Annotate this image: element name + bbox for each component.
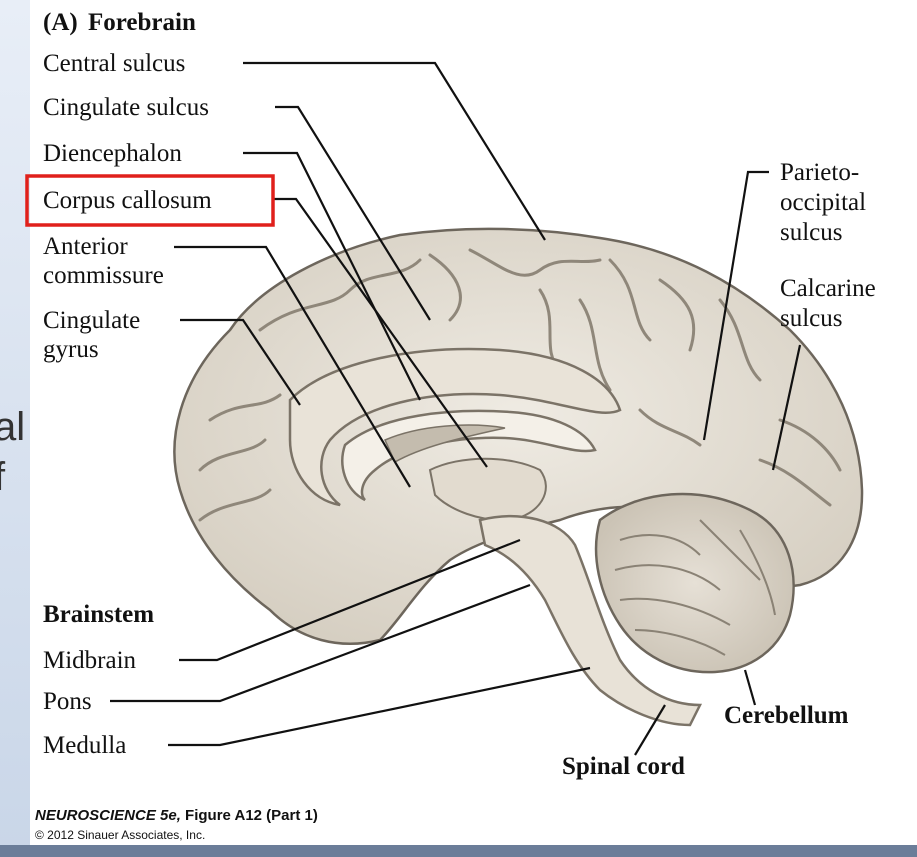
label-calcarine-2: sulcus — [780, 305, 843, 332]
label-central-sulcus: Central sulcus — [43, 50, 185, 77]
slide-bottom-strip — [0, 845, 917, 857]
panel-title: Forebrain — [88, 9, 196, 36]
label-cingulate-sulcus: Cingulate sulcus — [43, 94, 209, 121]
brainstem-shape — [478, 514, 703, 727]
label-cingulate-gyrus-2: gyrus — [43, 336, 99, 363]
label-pons: Pons — [43, 688, 92, 715]
cerebellum-folia — [614, 519, 776, 656]
label-corpus-callosum: Corpus callosum — [43, 187, 212, 214]
gyri-folds — [198, 248, 842, 522]
label-anterior-commissure-2: commissure — [43, 262, 164, 289]
leader-lines — [110, 61, 802, 756]
credit-figure-number: Figure A12 (Part 1) — [185, 807, 318, 824]
label-parieto-occipital-3: sulcus — [780, 219, 843, 246]
label-spinal-cord: Spinal cord — [562, 753, 685, 780]
slide-edge-text-2: f — [0, 455, 5, 500]
label-cingulate-gyrus-1: Cingulate — [43, 307, 140, 334]
label-parieto-occipital-1: Parieto- — [780, 159, 859, 186]
label-cerebellum: Cerebellum — [724, 702, 849, 729]
label-medulla: Medulla — [43, 732, 126, 759]
figure-credit: NEUROSCIENCE 5e, Figure A12 (Part 1) — [35, 807, 318, 824]
diencephalon-shape — [428, 457, 547, 522]
lateral-ventricle — [383, 424, 506, 464]
label-anterior-commissure-1: Anterior — [43, 233, 128, 260]
label-parieto-occipital-2: occipital — [780, 189, 866, 216]
label-diencephalon: Diencephalon — [43, 140, 182, 167]
panel-label: (A) — [43, 9, 78, 36]
slide-edge-text-1: al — [0, 405, 26, 449]
label-calcarine-1: Calcarine — [780, 275, 876, 302]
cingulate-gyrus-shape — [288, 347, 622, 507]
corpus-callosum-highlight-box — [25, 174, 275, 227]
credit-copyright: © 2012 Sinauer Associates, Inc. — [35, 828, 206, 842]
label-brainstem-heading: Brainstem — [43, 601, 154, 628]
label-midbrain: Midbrain — [43, 647, 137, 674]
cerebellum-shape — [594, 492, 795, 674]
credit-book-title: NEUROSCIENCE 5e, — [35, 807, 181, 824]
